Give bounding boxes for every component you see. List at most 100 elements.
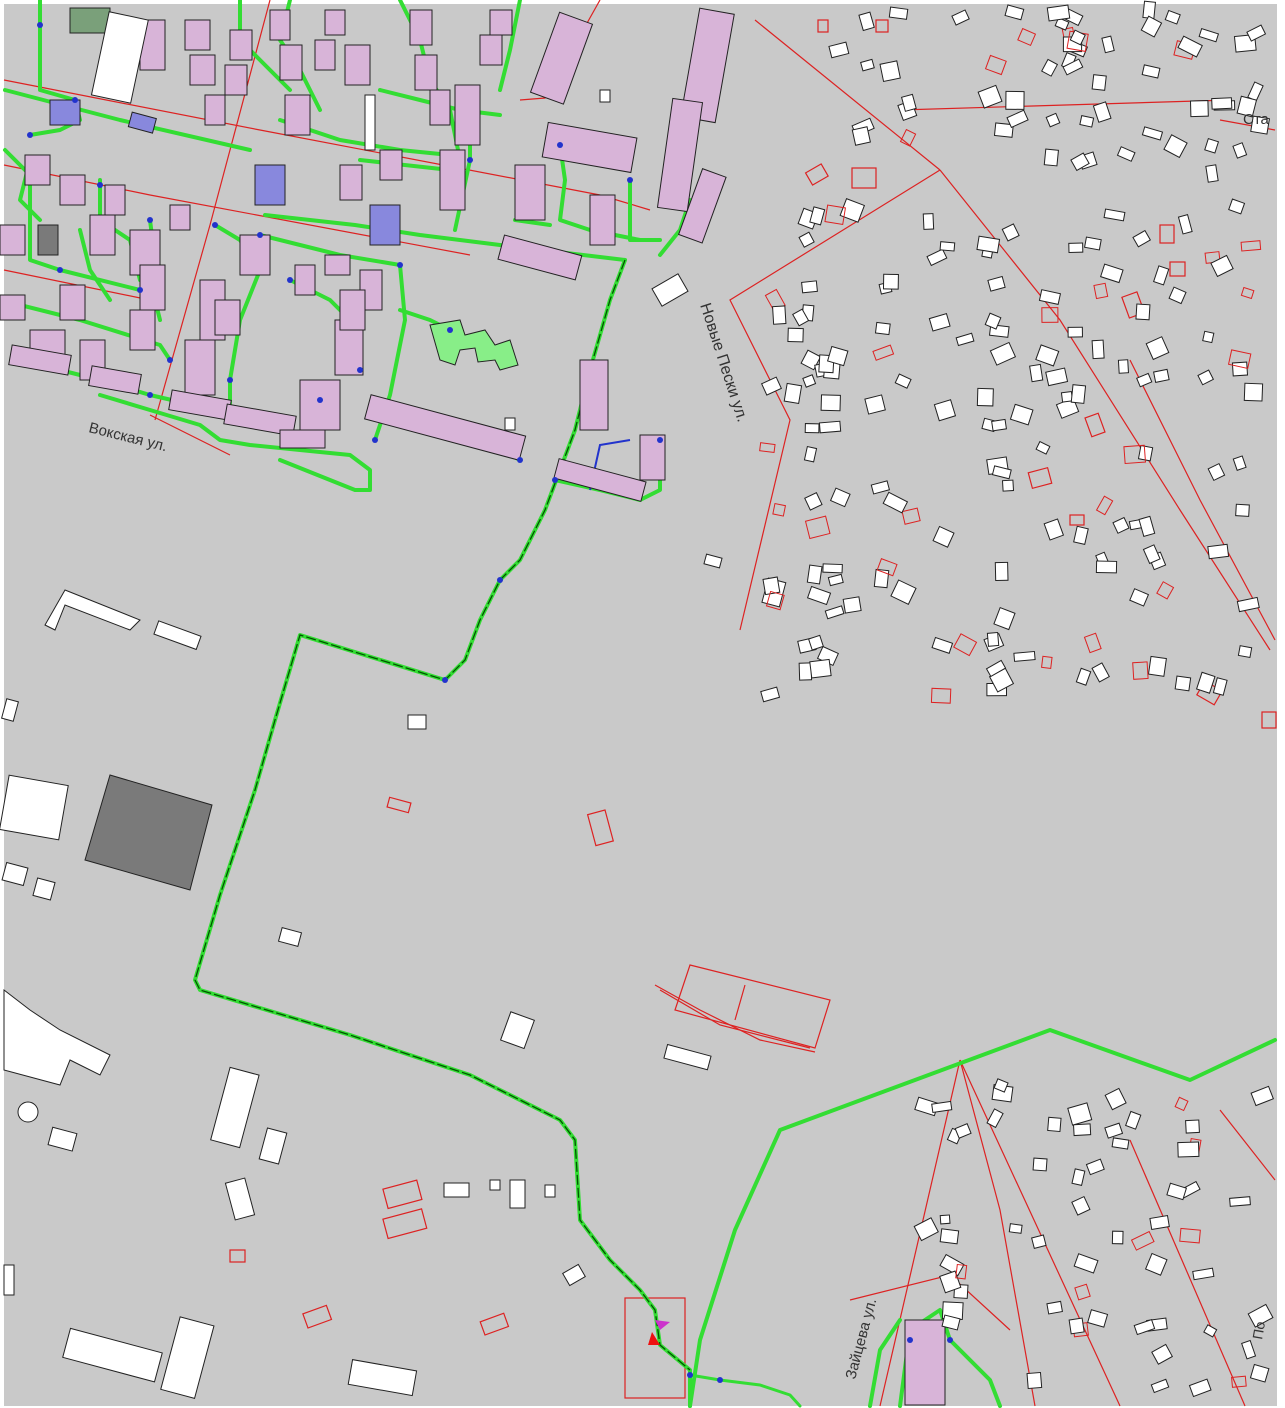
house[interactable] <box>888 6 909 20</box>
house[interactable] <box>986 1108 1004 1129</box>
house[interactable] <box>1085 1158 1105 1176</box>
house[interactable] <box>1095 560 1118 574</box>
house[interactable] <box>1084 236 1102 251</box>
house[interactable] <box>1179 1227 1201 1244</box>
house[interactable] <box>783 382 803 405</box>
house[interactable] <box>828 41 850 59</box>
house[interactable] <box>809 658 832 679</box>
house[interactable] <box>1047 1116 1062 1133</box>
house[interactable] <box>1210 254 1234 278</box>
house[interactable] <box>922 213 935 230</box>
house[interactable] <box>1001 223 1020 242</box>
house[interactable] <box>1212 677 1228 696</box>
house[interactable] <box>955 332 975 347</box>
house[interactable] <box>1132 661 1149 680</box>
house[interactable] <box>1043 148 1059 167</box>
house[interactable] <box>930 687 952 704</box>
house[interactable] <box>1092 101 1112 123</box>
house[interactable] <box>1054 17 1070 31</box>
house[interactable] <box>1087 1309 1109 1328</box>
house[interactable] <box>1237 645 1253 659</box>
house[interactable] <box>1138 515 1156 538</box>
house[interactable] <box>1032 1157 1048 1172</box>
house[interactable] <box>1250 1085 1275 1107</box>
house[interactable] <box>1046 4 1071 22</box>
house[interactable] <box>991 418 1007 432</box>
house[interactable] <box>1133 1318 1156 1336</box>
house[interactable] <box>772 502 787 517</box>
house[interactable] <box>760 376 783 396</box>
house[interactable] <box>1156 581 1175 600</box>
buildings[interactable] <box>0 11 787 1399</box>
house[interactable] <box>1101 35 1115 54</box>
house[interactable] <box>1073 1253 1099 1274</box>
house[interactable] <box>760 686 781 703</box>
equipment-markers[interactable] <box>648 1320 670 1345</box>
house[interactable] <box>987 275 1006 292</box>
house[interactable] <box>1067 1102 1093 1126</box>
house[interactable] <box>1091 662 1110 683</box>
house[interactable] <box>1045 112 1061 128</box>
house[interactable] <box>931 636 954 654</box>
house[interactable] <box>1236 95 1258 118</box>
house[interactable] <box>1095 495 1114 516</box>
house[interactable] <box>1072 1123 1092 1137</box>
house[interactable] <box>894 373 912 389</box>
house[interactable] <box>1062 58 1084 76</box>
house[interactable] <box>1045 367 1069 387</box>
house[interactable] <box>1240 286 1255 300</box>
house[interactable] <box>1004 4 1025 21</box>
house[interactable] <box>984 312 1002 330</box>
house[interactable] <box>1177 1141 1200 1158</box>
house[interactable] <box>955 1263 968 1280</box>
house[interactable] <box>804 515 831 540</box>
house[interactable] <box>802 374 817 388</box>
house[interactable] <box>1205 164 1219 183</box>
house[interactable] <box>1236 596 1260 613</box>
house[interactable] <box>1141 126 1164 141</box>
house[interactable] <box>1130 1230 1155 1251</box>
house[interactable] <box>1075 667 1092 686</box>
house[interactable] <box>826 345 849 367</box>
house[interactable] <box>1116 146 1136 162</box>
house[interactable] <box>822 563 843 574</box>
house[interactable] <box>1151 1343 1174 1365</box>
house[interactable] <box>1043 518 1065 541</box>
house[interactable] <box>804 423 820 434</box>
house[interactable] <box>1247 1303 1274 1328</box>
house[interactable] <box>1227 349 1252 370</box>
house[interactable] <box>1137 444 1154 462</box>
house[interactable] <box>1067 326 1083 338</box>
house[interactable] <box>941 1314 961 1331</box>
house[interactable] <box>1189 100 1209 118</box>
house[interactable] <box>1147 655 1167 677</box>
house[interactable] <box>1035 344 1060 367</box>
house[interactable] <box>951 9 970 26</box>
house[interactable] <box>932 525 955 548</box>
house[interactable] <box>1008 1223 1023 1234</box>
house[interactable] <box>1203 1324 1218 1338</box>
house[interactable] <box>1068 1317 1085 1335</box>
house[interactable] <box>1140 15 1163 38</box>
house[interactable] <box>1211 97 1233 110</box>
house[interactable] <box>1111 1230 1124 1245</box>
house[interactable] <box>1079 115 1095 128</box>
house[interactable] <box>870 480 891 495</box>
house[interactable] <box>1144 1252 1168 1276</box>
house[interactable] <box>1132 229 1152 248</box>
house[interactable] <box>1001 479 1015 492</box>
house[interactable] <box>1198 27 1220 43</box>
house[interactable] <box>1246 24 1267 42</box>
house[interactable] <box>1100 263 1124 284</box>
green-building[interactable] <box>429 319 519 371</box>
house[interactable] <box>1232 142 1248 159</box>
house[interactable] <box>901 507 921 525</box>
house[interactable] <box>1231 361 1249 377</box>
house[interactable] <box>1153 265 1170 286</box>
house[interactable] <box>1091 74 1107 91</box>
house[interactable] <box>1249 1363 1270 1383</box>
house[interactable] <box>1071 1168 1086 1187</box>
house[interactable] <box>1026 1371 1043 1390</box>
house[interactable] <box>1241 1339 1257 1360</box>
